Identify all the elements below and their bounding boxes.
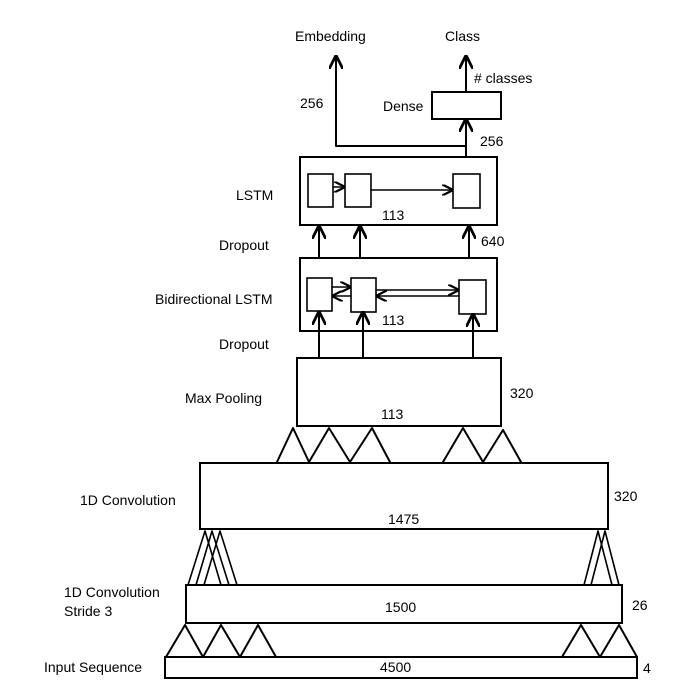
maxpool-channels: 320 [510, 385, 534, 401]
lstm-label: LSTM [236, 187, 273, 203]
bilstm-cell-3 [458, 279, 487, 315]
lstm-cell-1 [307, 173, 334, 208]
bilstm-label: Bidirectional LSTM [155, 291, 273, 307]
maxpool-steps: 113 [381, 406, 404, 422]
embedding-output-label: Embedding [295, 28, 366, 44]
input-label: Input Sequence [44, 659, 142, 675]
input-steps: 4500 [380, 659, 411, 675]
conv1d-label: 1D Convolution [80, 492, 176, 508]
conv1d-box [199, 462, 609, 530]
dense-label: Dense [383, 98, 424, 114]
pooling-windows [276, 427, 522, 465]
convolution-windows [187, 530, 620, 586]
input-channels: 4 [643, 660, 651, 676]
conv1d-stride-channels: 26 [632, 597, 648, 613]
class-output-label: Class [445, 28, 480, 44]
bilstm-cell-2 [350, 277, 377, 313]
conv1d-stride-box [185, 584, 623, 624]
conv1d-channels: 320 [614, 488, 638, 504]
maxpool-box [296, 357, 502, 427]
maxpool-label: Max Pooling [185, 390, 262, 406]
conv1d-stride-label-line1: 1D Convolution [64, 584, 160, 600]
bilstm-cell-1 [306, 277, 333, 312]
lower-dropout-label: Dropout [219, 336, 269, 352]
lstm-cell-3 [452, 173, 481, 209]
conv1d-stride-steps: 1500 [385, 599, 416, 615]
conv1d-steps: 1475 [388, 511, 419, 527]
dense-input-dim-label: 256 [480, 133, 504, 149]
lstm-input-dim-label: 640 [481, 233, 505, 249]
num-classes-label: # classes [474, 70, 532, 86]
dense-box [431, 91, 502, 120]
lstm-cell-2 [344, 173, 372, 208]
embedding-dim-label: 256 [300, 95, 324, 111]
upper-dropout-label: Dropout [219, 237, 269, 253]
bilstm-steps: 113 [382, 312, 405, 328]
lstm-steps: 113 [382, 207, 405, 223]
conv1d-stride-label-line2: Stride 3 [64, 603, 112, 619]
stride-windows [165, 624, 638, 658]
input-box [164, 656, 638, 679]
